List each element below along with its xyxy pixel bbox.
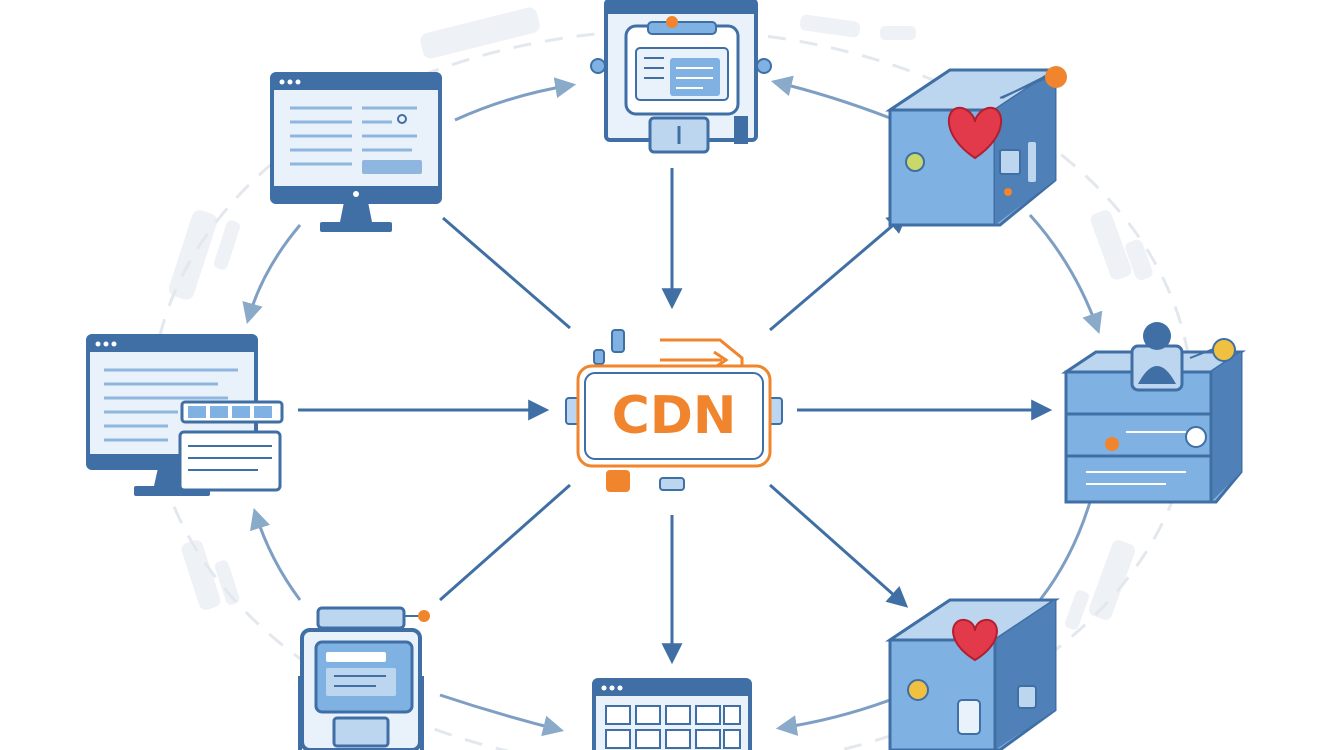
background-decoration (168, 7, 1153, 630)
ring-arrows (242, 75, 1103, 737)
heart-box-icon-bottom (885, 598, 1060, 750)
cdn-node: CDN (565, 329, 783, 492)
spoke-arrows (298, 168, 1053, 665)
monitor-icon (270, 72, 442, 232)
user-server-icon (1061, 322, 1246, 504)
server-robot-icon (298, 606, 430, 750)
cdn-label: CDN (612, 386, 737, 446)
calendar-grid-icon (592, 678, 752, 750)
server-icon (590, 0, 772, 154)
monitor-with-window-icon (86, 334, 284, 496)
heart-box-icon (885, 66, 1067, 227)
